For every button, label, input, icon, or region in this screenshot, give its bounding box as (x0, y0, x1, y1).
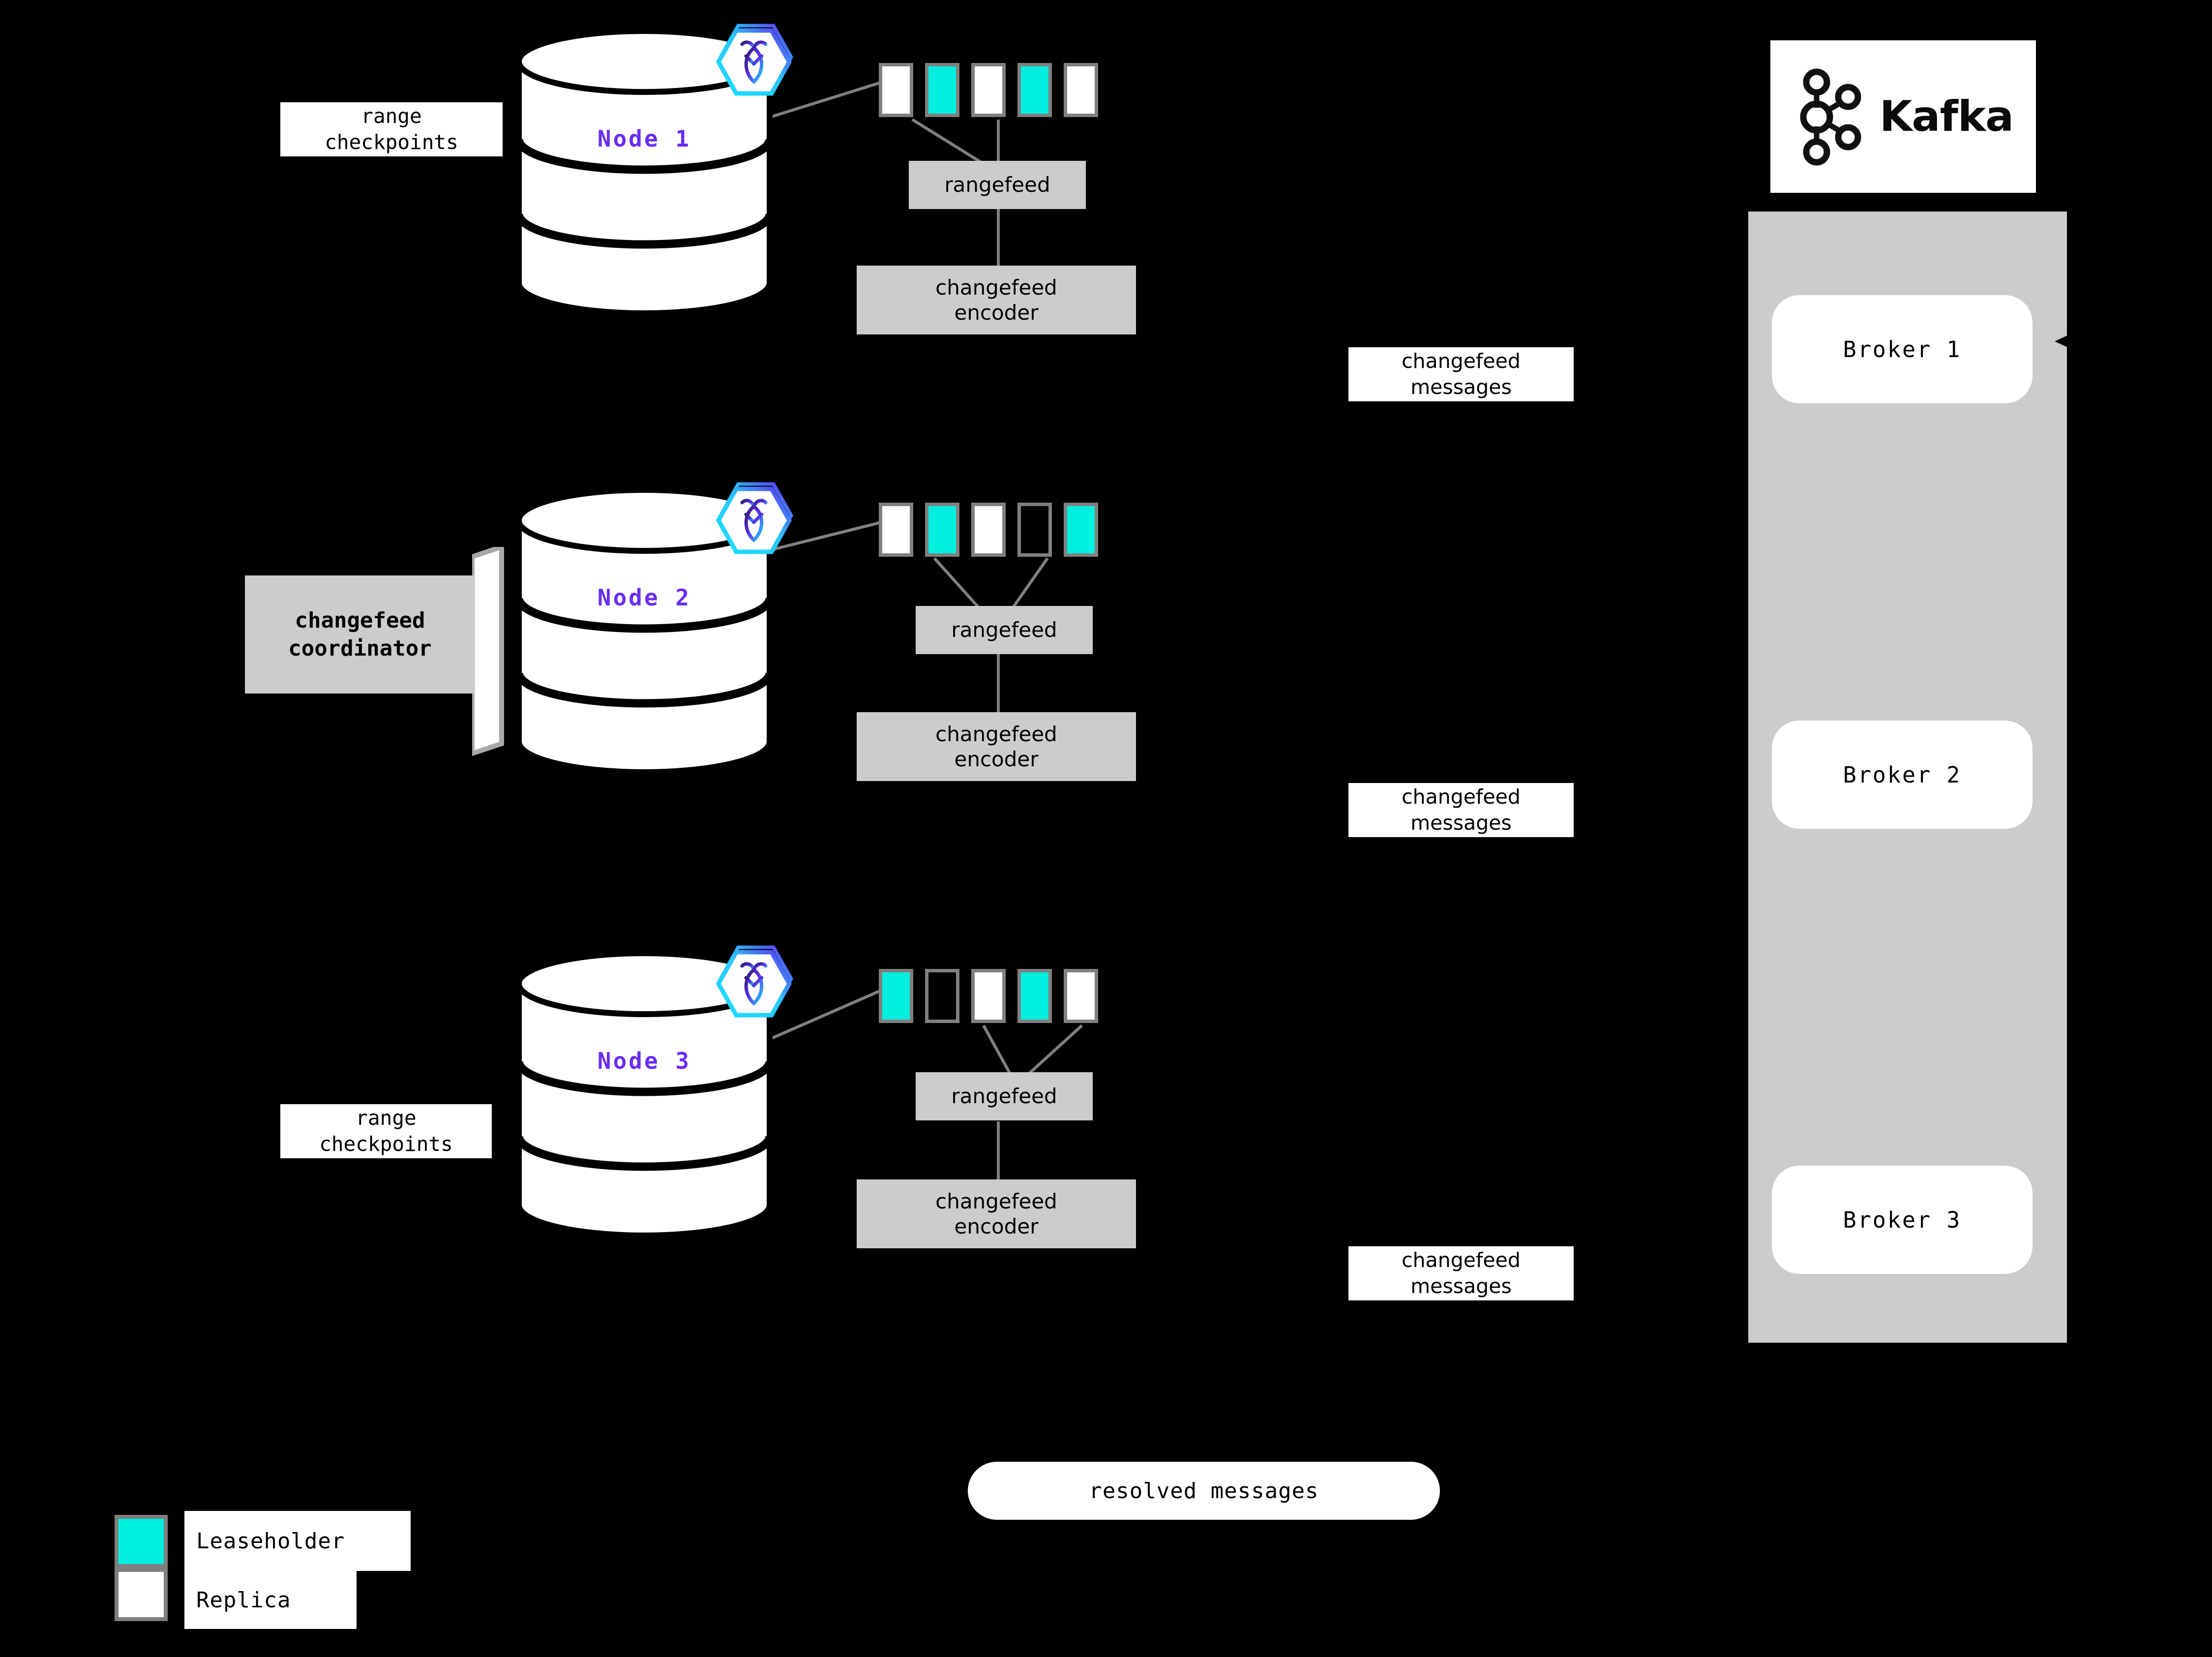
kafka-logo-box: Kafka (1770, 40, 2036, 193)
replica-box[interactable] (1017, 63, 1052, 117)
broker-item-1[interactable]: Broker 1 (1772, 295, 2033, 403)
encoder-line-2: encoder (954, 747, 1039, 771)
cockroachdb-hexagon-logo (712, 19, 800, 119)
replica-box[interactable] (1064, 969, 1098, 1023)
rangefeed-box-2[interactable]: rangefeed (916, 606, 1093, 654)
range-checkpoints-label-3: range checkpoints (280, 1104, 492, 1158)
legend-label-leaseholder: Leaseholder (184, 1511, 411, 1571)
range-checkpoints-line-2: checkpoints (319, 1132, 453, 1156)
broker-item-2[interactable]: Broker 2 (1772, 721, 2033, 829)
encoder-line-1: changefeed (935, 722, 1057, 746)
range-checkpoints-line-1: range (361, 104, 422, 128)
rangefeed-box-3[interactable]: rangefeed (916, 1072, 1093, 1120)
range-checkpoints-label-1: range checkpoints (280, 102, 503, 156)
replica-box[interactable] (1064, 63, 1098, 117)
coordinator-connector (472, 547, 504, 756)
changefeed-coordinator-box[interactable]: changefeed coordinator (245, 575, 475, 693)
replica-box[interactable] (1064, 503, 1098, 557)
changefeed-messages-label-2: changefeed messages (1348, 783, 1574, 837)
replica-box[interactable] (925, 969, 959, 1023)
replica-box[interactable] (925, 503, 959, 557)
node-label-3: Node 3 (597, 1048, 691, 1074)
resolved-messages-pill[interactable]: resolved messages (968, 1462, 1440, 1520)
encoder-line-1: changefeed (935, 1189, 1057, 1213)
range-checkpoints-line-2: checkpoints (325, 130, 458, 154)
rangefeed-box-1[interactable]: rangefeed (909, 161, 1086, 209)
kafka-wordmark: Kafka (1879, 92, 2014, 141)
encoder-line-2: encoder (954, 1214, 1039, 1238)
changefeed-messages-label-3: changefeed messages (1348, 1246, 1574, 1300)
replica-box[interactable] (1017, 969, 1052, 1023)
replica-row-3 (879, 969, 1098, 1023)
kafka-logo-icon (1800, 68, 1861, 166)
node-label-2: Node 2 (597, 584, 691, 611)
node-cylinder-1: Node 1 (514, 27, 775, 322)
changefeed-encoder-box-2[interactable]: changefeed encoder (857, 712, 1136, 781)
changefeed-messages-line-2: messages (1410, 1274, 1512, 1298)
replica-box[interactable] (925, 63, 959, 117)
replica-box[interactable] (971, 969, 1006, 1023)
encoder-line-2: encoder (954, 301, 1039, 325)
replica-box[interactable] (879, 969, 913, 1023)
changefeed-messages-line-1: changefeed (1402, 1248, 1521, 1272)
replica-box[interactable] (879, 503, 913, 557)
legend-swatch-replica (115, 1568, 168, 1621)
changefeed-messages-label-1: changefeed messages (1348, 347, 1574, 401)
replica-box[interactable] (971, 503, 1006, 557)
range-checkpoints-line-1: range (356, 1106, 417, 1130)
cockroachdb-hexagon-logo (712, 940, 800, 1041)
node-cylinder-3: Node 3 (514, 949, 775, 1244)
replica-row-1 (879, 63, 1098, 117)
broker-inbound-arrow-icon (2055, 331, 2078, 352)
changefeed-messages-line-2: messages (1410, 375, 1512, 399)
legend-swatch-leaseholder (115, 1515, 168, 1568)
coordinator-line-2: coordinator (288, 636, 432, 661)
node-cylinder-2: Node 2 (514, 486, 775, 781)
changefeed-encoder-box-1[interactable]: changefeed encoder (857, 266, 1136, 334)
legend-label-replica: Replica (184, 1571, 357, 1629)
changefeed-messages-line-2: messages (1410, 811, 1512, 835)
changefeed-encoder-box-3[interactable]: changefeed encoder (857, 1179, 1136, 1248)
replica-row-2 (879, 503, 1098, 557)
changefeed-messages-line-1: changefeed (1402, 349, 1521, 373)
changefeed-messages-line-1: changefeed (1402, 784, 1521, 809)
broker-item-3[interactable]: Broker 3 (1772, 1166, 2033, 1274)
encoder-line-1: changefeed (935, 275, 1057, 300)
coordinator-line-1: changefeed (295, 607, 425, 633)
node-label-1: Node 1 (597, 125, 691, 152)
kafka-broker-panel: Broker 1 Broker 2 Broker 3 (1748, 211, 2067, 1343)
replica-box[interactable] (971, 63, 1006, 117)
replica-box[interactable] (1017, 503, 1052, 557)
cockroachdb-hexagon-logo (712, 477, 800, 577)
replica-box[interactable] (879, 63, 913, 117)
